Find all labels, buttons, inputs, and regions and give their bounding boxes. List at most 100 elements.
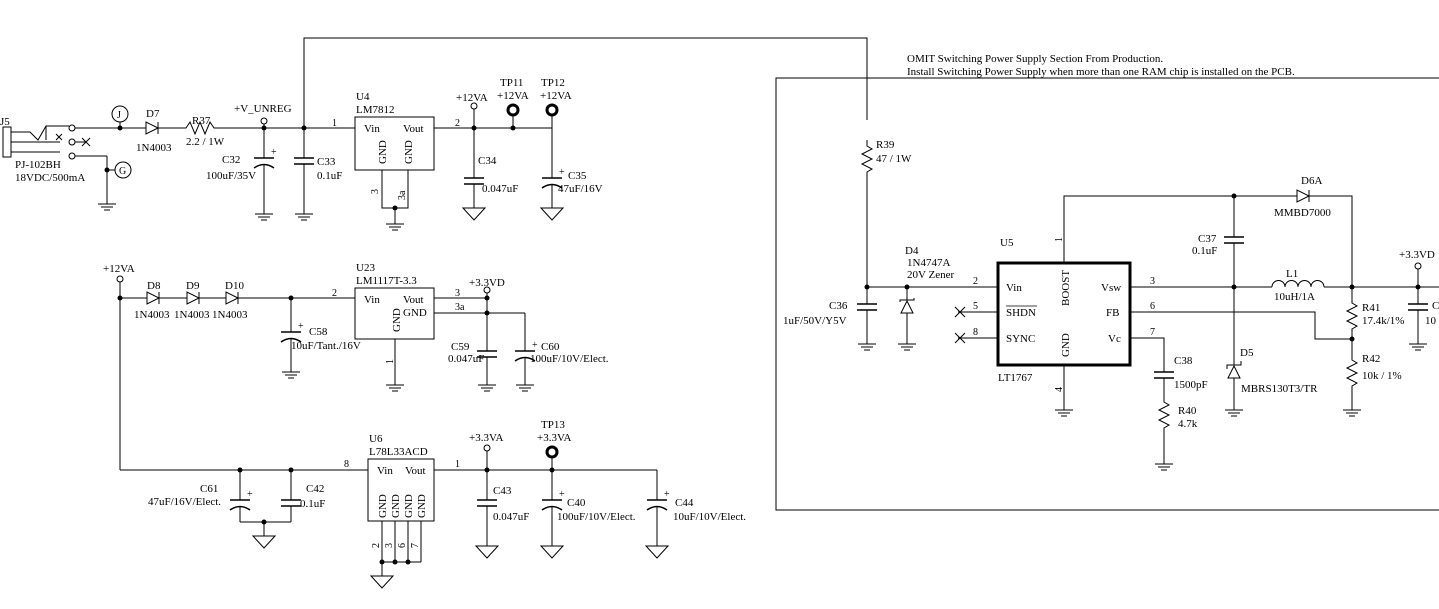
tp11-ref: TP11: [500, 77, 523, 89]
r40-ref: R40: [1178, 405, 1197, 417]
u6-pin-g4: 7: [410, 543, 421, 548]
u5-vin: Vin: [1006, 282, 1022, 294]
d4-ref: D4: [905, 245, 919, 257]
u5-pin-vsw: 3: [1150, 276, 1155, 287]
r41-ref: R41: [1362, 302, 1380, 314]
u23-vin: Vin: [364, 294, 380, 306]
u4-vout: Vout: [403, 123, 424, 135]
d5-part: MBRS130T3/TR: [1241, 383, 1318, 395]
d7-diode: [145, 121, 160, 135]
u6-ref: U6: [369, 433, 383, 445]
switching-section-box: [775, 77, 1439, 511]
u5-pin-sync: 8: [973, 327, 978, 338]
r42-value: 10k / 1%: [1362, 370, 1402, 382]
d5-ref: D5: [1240, 347, 1254, 359]
r37-value: 2.2 / 1W: [186, 136, 225, 148]
u5-sync: SYNC: [1006, 333, 1035, 345]
u6-pin-out: 1: [455, 459, 460, 470]
note-line-1: OMIT Switching Power Supply Section From…: [907, 53, 1163, 65]
c42-ref: C42: [306, 483, 324, 495]
c32-value: 100uF/35V: [206, 170, 256, 182]
d4-zener: [899, 287, 915, 336]
u4-ref: U4: [356, 91, 370, 103]
c42-value: 0.1uF: [300, 498, 325, 510]
u4-gnd1: GND: [377, 140, 389, 164]
j5-connector: [2, 125, 63, 158]
r41-value: 17.4k/1%: [1362, 315, 1404, 327]
c-cut-ref: C: [1432, 300, 1439, 312]
u5-pin-fb: 6: [1150, 301, 1155, 312]
u5-vsw: Vsw: [1101, 282, 1121, 294]
u6-pin-in: 8: [344, 459, 349, 470]
tp13-ref: TP13: [541, 419, 565, 431]
u4-pin-out: 2: [455, 118, 460, 129]
d6a-part: MMBD7000: [1274, 207, 1331, 219]
j5-ref: J5: [0, 116, 10, 128]
c38-ref: C38: [1174, 355, 1193, 367]
u4-pin-in: 1: [332, 118, 337, 129]
d6a-ref: D6A: [1301, 175, 1322, 187]
d6a-diode: [1296, 189, 1311, 203]
d8-ref: D8: [147, 280, 161, 292]
u6-gnd-1: GND: [377, 494, 389, 518]
g-label: G: [119, 166, 126, 177]
c33-ref: C33: [317, 156, 336, 168]
c58-ref: C58: [309, 326, 328, 338]
sw-33vd-label: +3.3VD: [1399, 249, 1435, 261]
u6-pin-g1: 2: [371, 543, 382, 548]
u4-pin-gnd1: 3: [370, 189, 381, 194]
d9-diode: [186, 291, 201, 305]
u5-gnd: GND: [1060, 333, 1072, 357]
u5-vc: Vc: [1108, 333, 1121, 345]
c44-ref: C44: [675, 497, 694, 509]
c37-value: 0.1uF: [1192, 245, 1217, 257]
u6-part: L78L33ACD: [369, 446, 428, 458]
r37-ref: R37: [192, 115, 211, 127]
c40-ref: C40: [567, 497, 586, 509]
l1-value: 10uH/1A: [1274, 291, 1315, 303]
u6-gnd-3: GND: [403, 494, 415, 518]
c61-value: 47uF/16V/Elect.: [148, 496, 221, 508]
c43-ref: C43: [493, 485, 512, 497]
r40-value: 4.7k: [1178, 418, 1198, 430]
c32-ref: C32: [222, 154, 240, 166]
u5-shdn: SHDN: [1006, 307, 1036, 319]
d7-part: 1N4003: [136, 142, 172, 154]
d7-ref: D7: [146, 108, 160, 120]
u5-fb: FB: [1106, 307, 1119, 319]
d10-ref: D10: [225, 280, 244, 292]
c37-ref: C37: [1198, 233, 1217, 245]
c61-ref: C61: [200, 483, 218, 495]
u5-pin-boost: 1: [1054, 237, 1065, 242]
j5-rating: 18VDC/500mA: [15, 172, 85, 184]
u5-pin-shdn: 5: [973, 301, 978, 312]
c59-ref: C59: [451, 341, 470, 353]
u5-pin-vc: 7: [1150, 327, 1155, 338]
c36-ref: C36: [829, 300, 848, 312]
d10-part: 1N4003: [212, 309, 248, 321]
c36-value: 1uF/50V/Y5V: [783, 315, 847, 327]
l1-inductor: [1271, 280, 1325, 288]
u6-vout: Vout: [405, 465, 426, 477]
u5-boost: BOOST: [1060, 270, 1072, 306]
u23-gnd: GND: [391, 308, 403, 332]
u23-vout: Vout: [403, 294, 424, 306]
u6-gnd-2: GND: [390, 494, 402, 518]
u6-pin-g2: 3: [384, 543, 395, 548]
r39-ref: R39: [876, 139, 895, 151]
u23-regulator: [354, 287, 435, 340]
mid-12va-label: +12VA: [103, 263, 135, 275]
u4-gnd2: GND: [403, 140, 415, 164]
note-line-2: Install Switching Power Supply when more…: [907, 66, 1295, 78]
u23-pin-out: 3: [455, 288, 460, 299]
u23-33vd-label: +3.3VD: [469, 277, 505, 289]
u4-vin: Vin: [364, 123, 380, 135]
u4-regulator: [354, 116, 435, 171]
tp11-net: +12VA: [497, 90, 529, 102]
u5-pin-vin: 2: [973, 276, 978, 287]
u23-gnd-inner: GND: [403, 307, 427, 319]
tp12-net: +12VA: [540, 90, 572, 102]
r42-ref: R42: [1362, 353, 1380, 365]
tp13-net: +3.3VA: [537, 432, 571, 444]
d8-part: 1N4003: [134, 309, 170, 321]
